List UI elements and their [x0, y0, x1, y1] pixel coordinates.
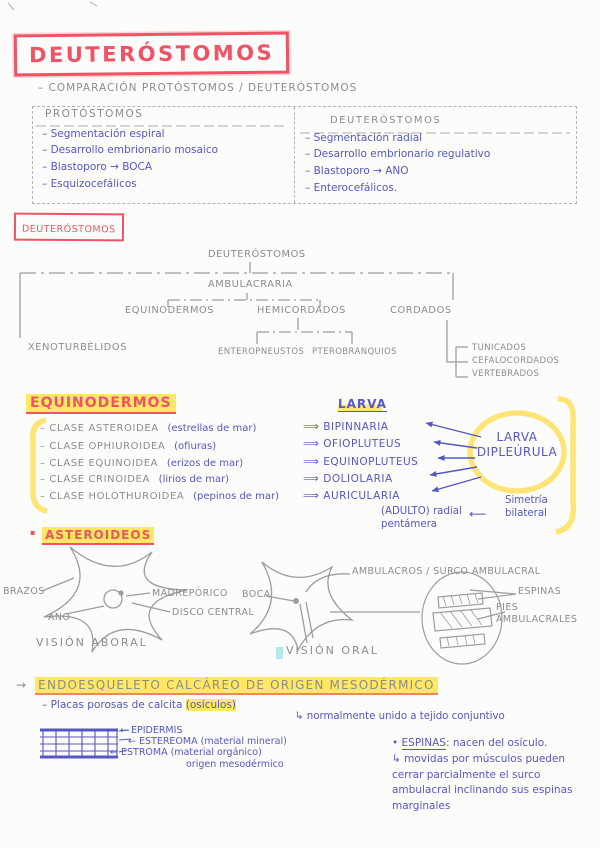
tree-node-enteropneustos: ENTEROPNEUSTOS	[218, 347, 305, 357]
table-cell: – Segmentación espiral	[42, 128, 165, 140]
endoesqueleto-heading: ENDOESQUELETO CALCÁREO DE ORIGEN MESODÉR…	[35, 677, 438, 695]
tree-root: DEUTERÓSTOMOS	[208, 249, 306, 260]
class-name: – CLASE EQUINOIDEA	[40, 458, 159, 469]
larva-heading: LARVA	[338, 397, 387, 412]
label-espinas: ESPINAS	[518, 586, 561, 597]
caption-vision-oral: VISIÓN ORAL	[286, 644, 379, 657]
left-arrow-icon: ⟵	[469, 507, 487, 521]
corner-marks	[7, 1, 98, 11]
tree-node-equinodermos: EQUINODERMOS	[125, 305, 215, 316]
main-title-box: DEUTERÓSTOMOS	[13, 31, 290, 77]
layer-label-estereoma: ← ESTEREOMA (material mineral)	[128, 736, 287, 747]
circle-text-line2: DIPLEÚRULA	[476, 445, 558, 459]
table-cell: – Enterocefálicos.	[305, 182, 398, 194]
equinodermos-title: EQUINODERMOS	[26, 394, 176, 414]
tree-node-pterobranquios: PTEROBRANQUIOS	[312, 347, 397, 357]
osiculos-text: (osículos)	[185, 699, 237, 711]
table-header-deuterostomos: DEUTERÓSTOMOS	[330, 115, 442, 126]
caption-vision-aboral: VISIÓN ABORAL	[36, 636, 148, 649]
class-common-name: (erizos de mar)	[166, 458, 244, 469]
table-column-divider	[294, 107, 295, 203]
tree-node-vertebrados: VERTEBRADOS	[472, 369, 540, 379]
label-brazos: BRAZOS	[3, 586, 45, 597]
larva-row: ⟹AURICULARIA	[303, 489, 400, 503]
larva-row: ⟹EQUINOPLUTEUS	[303, 455, 418, 469]
class-row: – CLASE CRINOIDEA (lirios de mar)	[40, 474, 229, 487]
asteroideos-title: ASTEROIDEOS	[42, 527, 155, 545]
espinas-title: ESPINAS	[401, 737, 446, 750]
table-cell: – Desarrollo embrionario mosaico	[42, 144, 219, 156]
adult-symmetry-note: (ADULTO) radial pentámera	[381, 506, 462, 530]
label-disco-central: DISCO CENTRAL	[172, 607, 255, 618]
class-common-name: (ofiuras)	[174, 441, 217, 452]
larva-name: DOLIOLARIA	[323, 473, 393, 485]
espinas-intro: : nacen del osículo.	[445, 737, 548, 749]
conjuntivo-note: ↳ normalmente unido a tejido conjuntivo	[295, 711, 505, 722]
table-cell: – Esquizocefálicos	[42, 178, 137, 190]
larva-name: AURICULARIA	[323, 490, 400, 502]
class-row: – CLASE ASTEROIDEA (estrellas de mar)	[40, 423, 256, 436]
table-cell: – Blastoporo → BOCA	[42, 161, 153, 173]
layer-label-estroma: ← ESTROMA (material orgánico)	[110, 747, 262, 758]
double-arrow-icon: ⟹	[303, 420, 320, 433]
label-ano: ANO	[48, 612, 71, 623]
double-arrow-icon: ⟹	[303, 472, 320, 485]
class-name: – CLASE OPHIUROIDEA	[40, 441, 166, 452]
label-pies-ambulacrales: PIES AMBULACRALES	[496, 602, 578, 625]
page-title: DEUTERÓSTOMOS	[28, 40, 275, 68]
label-boca: BOCA	[242, 589, 271, 600]
larva-name: OFIOPLUTEUS	[323, 438, 402, 450]
tree-node-ambulacraria: AMBULACRARIA	[208, 279, 293, 290]
label-ambulacros: AMBULACROS / SURCO AMBULACRAL	[352, 566, 541, 577]
larva-name: EQUINOPLUTEUS	[323, 456, 419, 468]
espinas-note-block: • ESPINAS: nacen del osículo. ↳ movidas …	[392, 736, 592, 815]
tree-node-xenoturbelidos: XENOTURBÉLIDOS	[28, 342, 128, 353]
double-arrow-icon: ⟹	[303, 489, 320, 502]
section-bullet: ▪	[30, 528, 36, 537]
layer-label-epidermis: ← EPIDERMIS	[120, 725, 183, 736]
larva-row: ⟹DOLIOLARIA	[303, 472, 393, 486]
espinas-detail: ↳ movidas por músculos pueden cerrar par…	[392, 752, 573, 812]
tree-node-hemicordados: HEMICORDADOS	[257, 305, 347, 316]
class-row: – CLASE HOLOTHUROIDEA (pepinos de mar)	[40, 491, 279, 504]
tree-node-cordados: CORDADOS	[390, 305, 452, 316]
table-cell: – Segmentación radial	[305, 132, 423, 144]
double-arrow-icon: ⟹	[303, 455, 320, 468]
class-common-name: (pepinos de mar)	[193, 491, 280, 502]
circle-text-line1: LARVA	[496, 430, 538, 444]
class-name: – CLASE CRINOIDEA	[40, 474, 150, 485]
class-common-name: (lirios de mar)	[158, 474, 230, 485]
label-madreporico: MADREPÓRICO	[152, 588, 228, 599]
larva-dipleurula-circle-label: LARVA DIPLEÚRULA	[472, 430, 562, 460]
tree-node-cefalocordados: CEFALOCORDADOS	[472, 356, 560, 366]
bilateral-symmetry-note: Simetría bilateral	[505, 495, 548, 519]
right-arrow-icon: →	[16, 678, 27, 692]
origen-mesodermico-note: origen mesodérmico	[186, 759, 284, 770]
comparison-table	[32, 106, 577, 204]
class-row: – CLASE OPHIUROIDEA (ofiuras)	[40, 441, 216, 454]
section-label: DEUTERÓSTOMOS	[21, 223, 116, 236]
tree-node-tunicados: TUNICADOS	[472, 343, 527, 353]
section-label-box: DEUTERÓSTOMOS	[13, 212, 124, 242]
larva-row: ⟹OFIOPLUTEUS	[303, 437, 401, 451]
double-arrow-icon: ⟹	[303, 437, 320, 450]
class-row: – CLASE EQUINOIDEA (erizos de mar)	[40, 458, 243, 471]
placas-note: – Placas porosas de calcita (osículos)	[42, 699, 237, 712]
table-header-protostomos: PROTÓSTOMOS	[45, 108, 144, 120]
class-name: – CLASE ASTEROIDEA	[40, 423, 159, 434]
placas-text: – Placas porosas de calcita	[42, 699, 183, 711]
class-name: – CLASE HOLOTHUROIDEA	[40, 491, 185, 502]
cyan-highlight-mark	[276, 647, 283, 659]
larva-name: BIPINNARIA	[323, 421, 389, 433]
class-common-name: (estrellas de mar)	[167, 423, 257, 434]
table-cell: – Desarrollo embrionario regulativo	[305, 148, 491, 160]
table-cell: – Blastoporo → ANO	[305, 165, 409, 177]
larva-row: ⟹BIPINNARIA	[303, 420, 388, 434]
bullet-icon: •	[392, 737, 399, 749]
comparison-heading: – COMPARACIÓN PROTÓSTOMOS / DEUTERÓSTOMO…	[38, 82, 358, 94]
